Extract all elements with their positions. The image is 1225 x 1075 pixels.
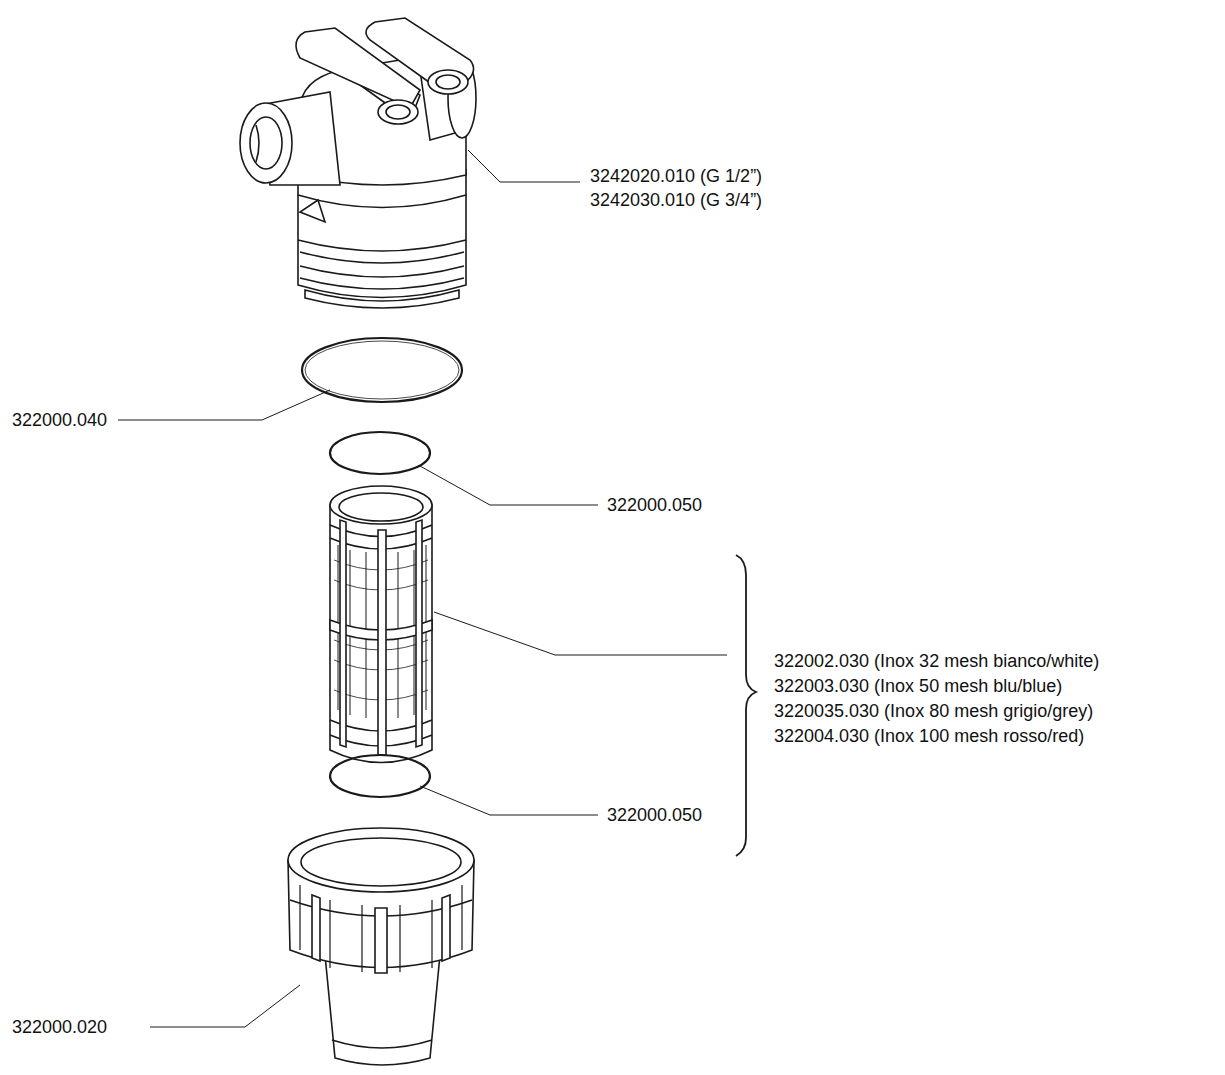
part-number: 322000.020 xyxy=(10,1016,109,1038)
part-number: 322003.030 (Inox 50 mesh blu/blue) xyxy=(772,675,1064,697)
part-number: 322000.040 xyxy=(10,409,109,431)
part-number: 322000.050 xyxy=(605,494,704,516)
filter-head xyxy=(240,18,476,308)
part-number: 322002.030 (Inox 32 mesh bianco/white) xyxy=(772,650,1101,672)
part-number: 322004.030 (Inox 100 mesh rosso/red) xyxy=(772,725,1086,747)
part-number: 322000.050 xyxy=(605,804,704,826)
o-ring xyxy=(302,338,462,402)
bracket xyxy=(736,555,756,856)
o-ring xyxy=(330,432,430,474)
part-number: 3220035.030 (Inox 80 mesh grigio/grey) xyxy=(772,700,1095,722)
leader-line xyxy=(118,150,727,1027)
o-ring xyxy=(330,755,430,797)
part-number: 3242020.010 (G 1/2”) xyxy=(588,165,764,187)
filter-cartridge xyxy=(330,486,432,763)
part-number: 3242030.010 (G 3/4”) xyxy=(588,189,764,211)
filter-bowl xyxy=(288,828,474,1065)
